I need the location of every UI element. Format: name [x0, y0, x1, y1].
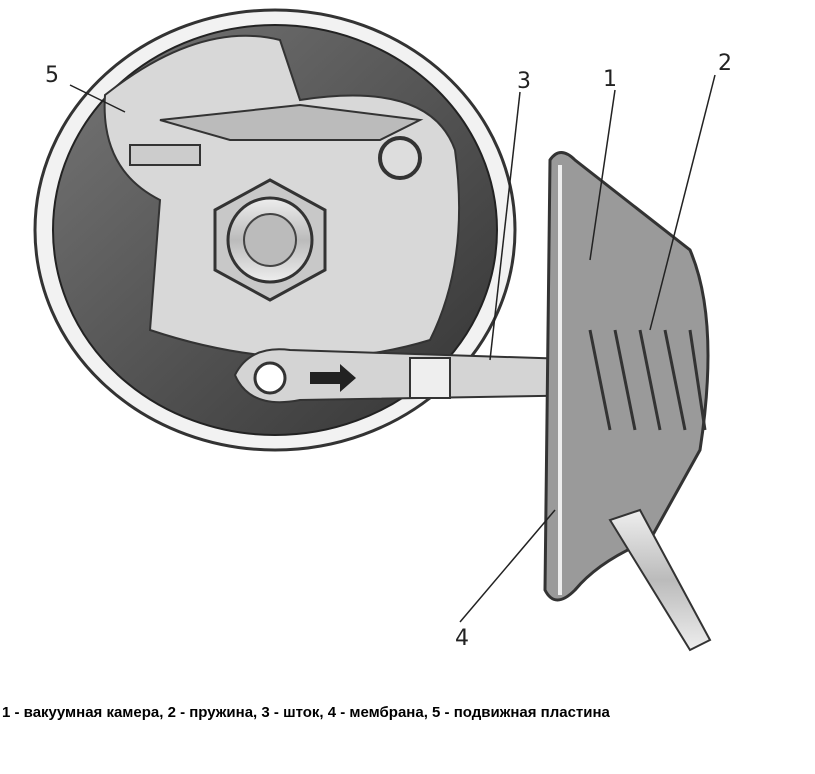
- spring: [588, 329, 707, 431]
- diagram-caption: 1 - вакуумная камера, 2 - пружина, 3 - ш…: [2, 704, 610, 721]
- label-5: 5: [45, 63, 59, 88]
- label-3: 3: [517, 69, 531, 94]
- vacuum-chamber: [543, 151, 712, 652]
- breaker-arm: [159, 103, 424, 141]
- rod: [233, 348, 601, 404]
- label-4: 4: [455, 626, 469, 651]
- label-1: 1: [603, 67, 617, 92]
- vacuum-tube: [608, 508, 712, 652]
- cam-shaft: [213, 178, 327, 302]
- label-2: 2: [718, 51, 732, 76]
- contact-block: [129, 144, 201, 166]
- pivot-pin: [378, 136, 422, 180]
